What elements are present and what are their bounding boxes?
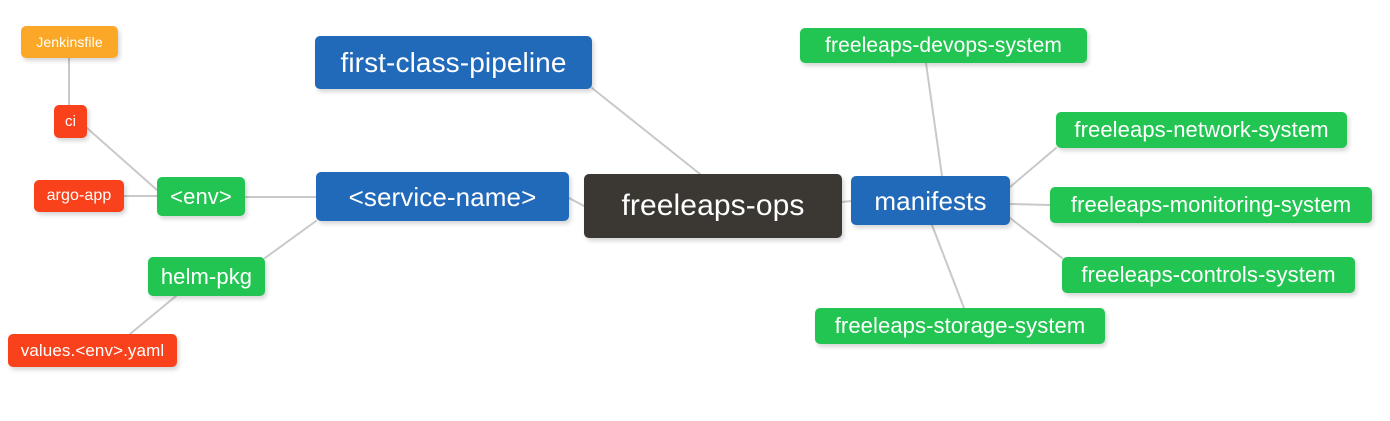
node-label-jenkinsfile: Jenkinsfile [36,34,103,50]
mindmap-node-argo-app[interactable]: argo-app [34,180,124,212]
node-label-storage-system: freeleaps-storage-system [834,313,1086,338]
link-root-to-first-class-pipeline [591,87,701,175]
mindmap-node-first-class-pipeline[interactable]: first-class-pipeline [315,36,592,89]
node-label-controls-system: freeleaps-controls-system [1081,262,1336,287]
node-label-env: <env> [170,183,232,209]
node-label-argo-app: argo-app [46,187,112,204]
link-helm-pkg-to-values-yaml [129,295,177,335]
mindmap-node-manifests[interactable]: manifests [851,176,1010,225]
link-manifests-to-storage-system [931,224,965,309]
link-manifests-to-monitoring-system [1009,203,1051,206]
mindmap-node-devops-system[interactable]: freeleaps-devops-system [800,28,1087,63]
mindmap-node-values-yaml[interactable]: values.<env>.yaml [8,334,177,367]
mindmap-node-storage-system[interactable]: freeleaps-storage-system [815,308,1105,344]
node-label-monitoring-system: freeleaps-monitoring-system [1070,192,1352,217]
mindmap-node-root[interactable]: freeleaps-ops [584,174,842,238]
mindmap-node-ci[interactable]: ci [54,105,87,138]
mindmap-node-env[interactable]: <env> [157,177,245,216]
link-service-name-to-helm-pkg [264,220,317,259]
link-root-to-manifests [841,200,852,203]
mindmap-node-helm-pkg[interactable]: helm-pkg [148,257,265,296]
mindmap-node-network-system[interactable]: freeleaps-network-system [1056,112,1347,148]
link-manifests-to-controls-system [1009,217,1063,259]
mindmap-node-service-name[interactable]: <service-name> [316,172,569,221]
node-label-helm-pkg: helm-pkg [160,263,253,289]
node-label-first-class-pipeline: first-class-pipeline [340,46,567,78]
link-root-to-service-name [568,197,585,207]
link-manifests-to-network-system [1009,147,1057,188]
node-label-devops-system: freeleaps-devops-system [825,34,1062,57]
node-label-ci: ci [64,113,77,130]
node-label-root: freeleaps-ops [621,189,805,222]
mindmap-node-jenkinsfile[interactable]: Jenkinsfile [21,26,118,58]
link-manifests-to-devops-system [925,62,943,177]
mindmap-node-controls-system[interactable]: freeleaps-controls-system [1062,257,1355,293]
node-label-manifests: manifests [874,185,987,216]
node-label-network-system: freeleaps-network-system [1074,117,1329,142]
node-label-service-name: <service-name> [348,181,537,212]
mindmap-node-monitoring-system[interactable]: freeleaps-monitoring-system [1050,187,1372,223]
node-label-values-yaml: values.<env>.yaml [20,341,165,360]
